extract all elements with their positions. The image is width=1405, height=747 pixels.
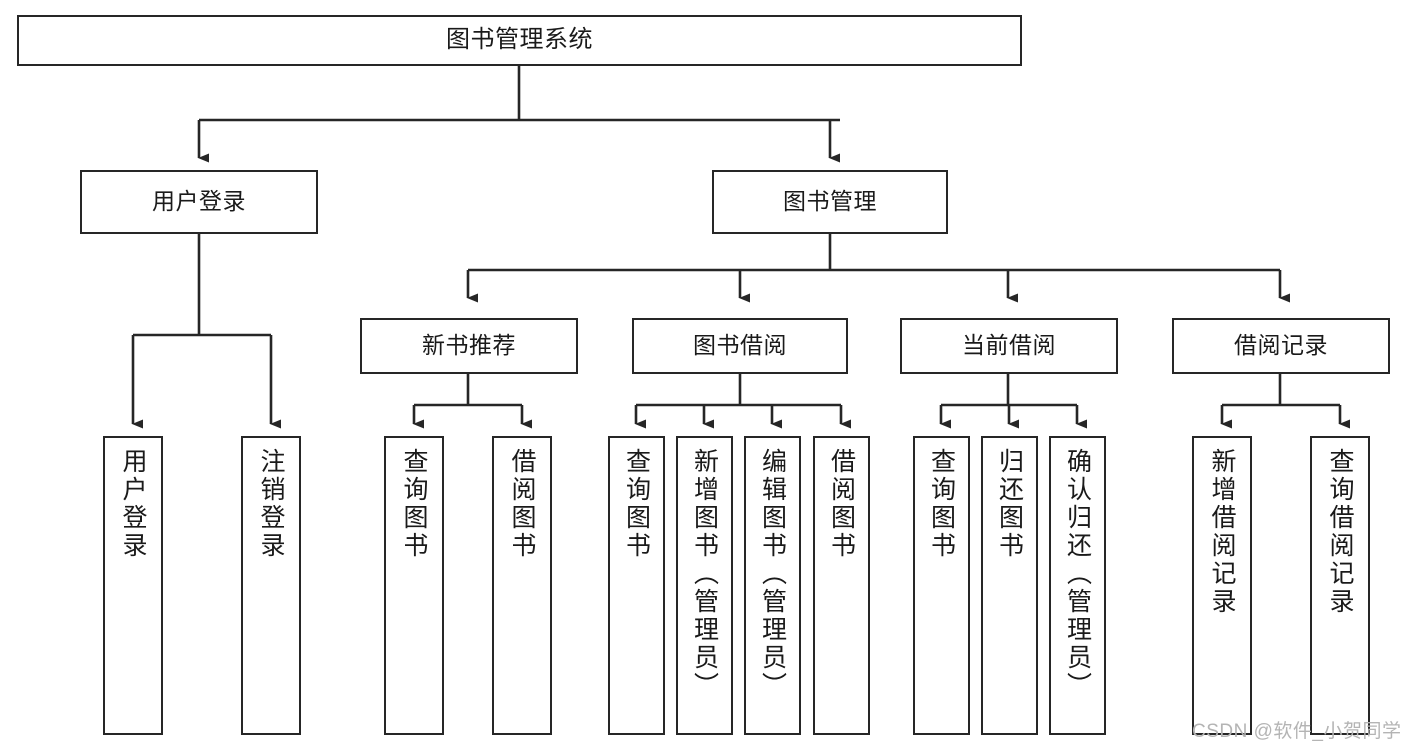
node-new-book-recommend[interactable]: 新书推荐	[360, 318, 578, 374]
node-leaf-query-book-2-label: 查询图书	[622, 448, 651, 560]
node-user-login[interactable]: 用户登录	[80, 170, 318, 234]
node-leaf-borrow-book-2-label: 借阅图书	[827, 448, 856, 560]
node-root-label: 图书管理系统	[446, 26, 593, 54]
node-book-manage[interactable]: 图书管理	[712, 170, 948, 234]
node-leaf-query-book-1[interactable]: 查询图书	[384, 436, 444, 735]
node-leaf-query-record-label: 查询借阅记录	[1326, 448, 1354, 616]
node-leaf-query-book-3[interactable]: 查询图书	[913, 436, 970, 735]
node-user-login-label: 用户登录	[152, 188, 246, 215]
node-borrow-record[interactable]: 借阅记录	[1172, 318, 1390, 374]
node-borrow-record-label: 借阅记录	[1234, 332, 1328, 359]
node-leaf-add-record-label: 新增借阅记录	[1208, 448, 1236, 616]
node-book-manage-label: 图书管理	[783, 188, 877, 215]
node-leaf-query-book-2[interactable]: 查询图书	[608, 436, 665, 735]
node-leaf-user-login[interactable]: 用户登录	[103, 436, 163, 735]
node-current-borrow-label: 当前借阅	[962, 332, 1056, 359]
node-current-borrow[interactable]: 当前借阅	[900, 318, 1118, 374]
node-root[interactable]: 图书管理系统	[17, 15, 1022, 66]
watermark: CSDN @软件_小贺同学	[1192, 721, 1402, 742]
node-leaf-query-book-3-label: 查询图书	[927, 448, 956, 560]
node-leaf-edit-book[interactable]: 编辑图书（管理员）	[744, 436, 801, 735]
node-leaf-return-book[interactable]: 归还图书	[981, 436, 1038, 735]
node-leaf-borrow-book-1-label: 借阅图书	[508, 448, 536, 560]
node-leaf-user-login-label: 用户登录	[119, 448, 147, 560]
node-leaf-edit-book-label: 编辑图书（管理员）	[758, 448, 787, 700]
node-leaf-borrow-book-2[interactable]: 借阅图书	[813, 436, 870, 735]
node-leaf-confirm-return-label: 确认归还（管理员）	[1063, 448, 1092, 700]
node-leaf-logout-label: 注销登录	[257, 448, 285, 560]
node-leaf-query-record[interactable]: 查询借阅记录	[1310, 436, 1370, 735]
node-leaf-add-book[interactable]: 新增图书（管理员）	[676, 436, 733, 735]
node-leaf-return-book-label: 归还图书	[995, 448, 1024, 560]
node-book-borrow-label: 图书借阅	[693, 332, 787, 359]
node-leaf-borrow-book-1[interactable]: 借阅图书	[492, 436, 552, 735]
node-leaf-add-book-label: 新增图书（管理员）	[690, 448, 719, 700]
node-book-borrow[interactable]: 图书借阅	[632, 318, 848, 374]
node-new-book-recommend-label: 新书推荐	[422, 332, 516, 359]
node-leaf-logout[interactable]: 注销登录	[241, 436, 301, 735]
node-leaf-add-record[interactable]: 新增借阅记录	[1192, 436, 1252, 735]
node-leaf-query-book-1-label: 查询图书	[400, 448, 428, 560]
node-leaf-confirm-return[interactable]: 确认归还（管理员）	[1049, 436, 1106, 735]
